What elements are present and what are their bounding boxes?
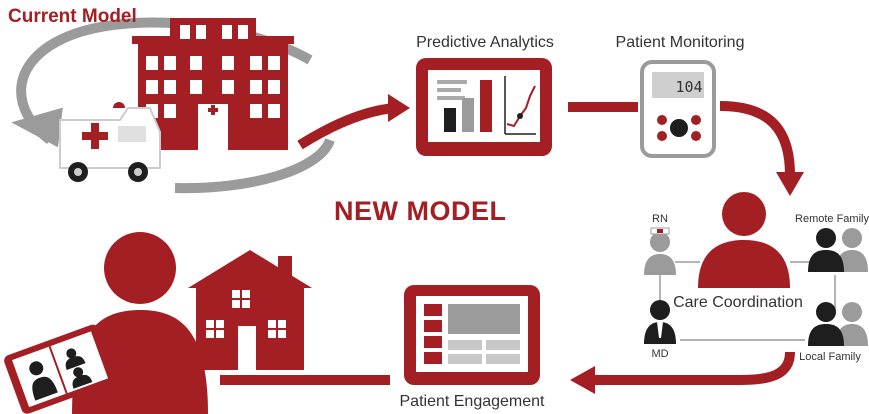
- care-coordination-label: Care Coordination: [673, 294, 803, 311]
- arrow-head: [388, 94, 410, 122]
- arrow-head: [570, 366, 595, 394]
- connector-analytics-monitoring: [568, 102, 638, 112]
- analytics-screen-icon: [416, 58, 552, 156]
- arrow-head: [776, 172, 804, 196]
- role-local-family-label: Local Family: [799, 351, 861, 363]
- role-md-label: MD: [651, 348, 669, 360]
- monitor-device-icon: [640, 60, 716, 158]
- role-rn-label: RN: [652, 213, 668, 225]
- care-team-icon: [644, 192, 868, 346]
- arrow-to-analytics: [297, 103, 396, 150]
- patient-icon: [72, 232, 208, 414]
- hospital-icon: [132, 18, 294, 150]
- monitor-reading: 104: [675, 78, 702, 96]
- ambulance-icon: [59, 102, 161, 182]
- role-remote-family-label: Remote Family: [795, 213, 869, 225]
- arrow-to-engagement: [590, 351, 795, 385]
- new-model-title: NEW MODEL: [334, 196, 507, 226]
- arrow-to-care: [719, 101, 795, 176]
- current-model-title: Current Model: [8, 6, 137, 27]
- patient-engagement-label: Patient Engagement: [399, 393, 545, 410]
- house-icon: [188, 250, 312, 370]
- engagement-tablet-icon: [404, 285, 540, 385]
- connector-engagement-patient: [220, 375, 390, 385]
- patient-monitoring-label: Patient Monitoring: [615, 34, 745, 51]
- tablet-icon: [4, 324, 116, 414]
- predictive-analytics-label: Predictive Analytics: [416, 34, 554, 51]
